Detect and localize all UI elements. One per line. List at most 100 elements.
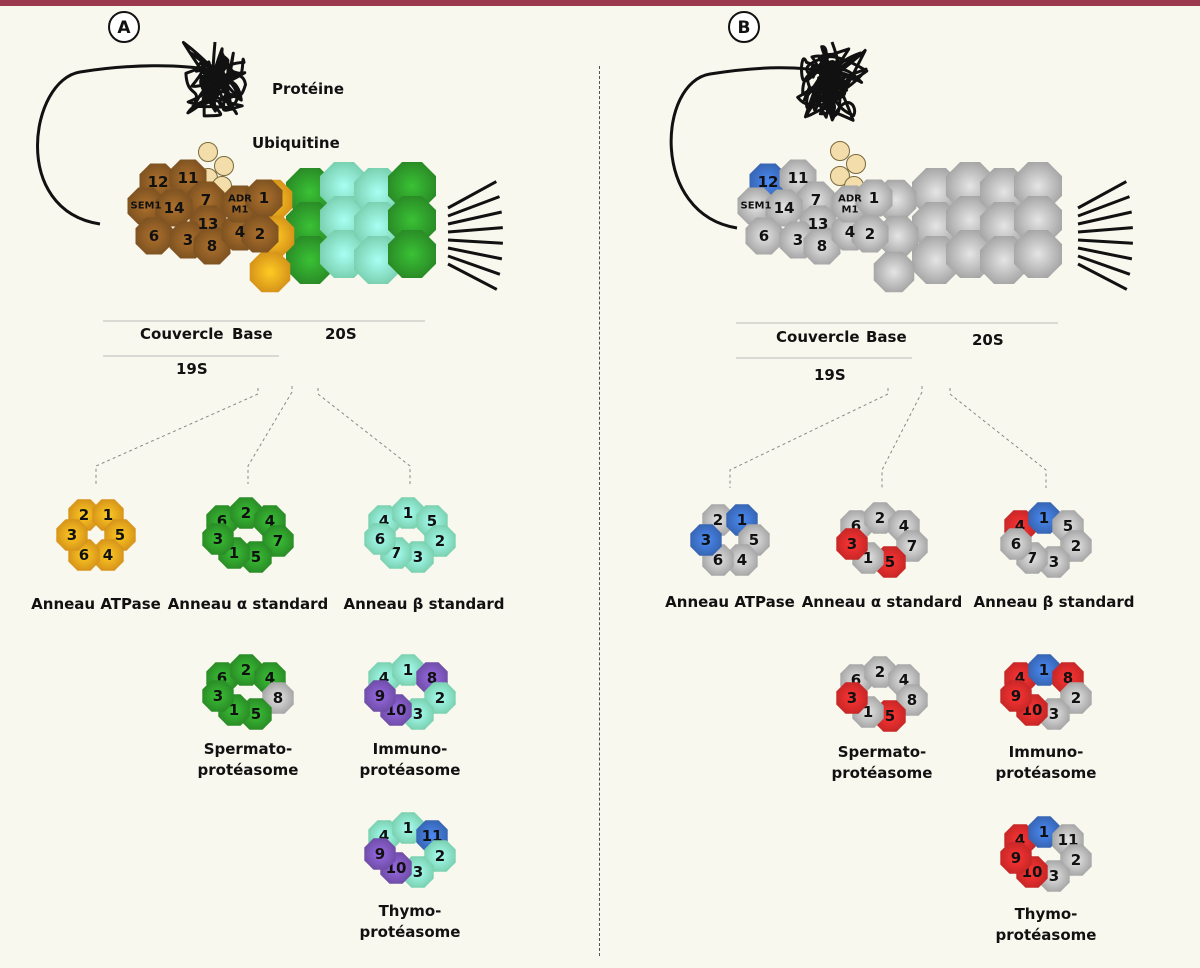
lid-label: ADR: [838, 194, 862, 205]
lid-label: 14: [164, 199, 185, 217]
ubiquitin-bead: [847, 155, 866, 174]
lid-label: 7: [201, 191, 211, 209]
lid-label: 4: [235, 223, 245, 241]
ring-subunit-number: 5: [885, 707, 895, 725]
ring-subunit-number: 2: [1071, 537, 1081, 555]
ring-subunit-number: 4: [103, 546, 113, 564]
ring-subunit-number: 6: [1011, 535, 1021, 553]
ring-subunit-number: 8: [273, 689, 283, 707]
ring-subunit-number: 1: [1039, 661, 1049, 679]
ring-name: Anneau β standard: [973, 593, 1134, 611]
lid-label: 8: [817, 237, 827, 255]
ring-subunit-number: 3: [67, 526, 77, 544]
lid-label: 1: [869, 189, 879, 207]
protein-label: Protéine: [272, 80, 344, 98]
ring-subunit-number: 1: [1039, 509, 1049, 527]
ring-subunit-number: 7: [907, 537, 917, 555]
ring-subunit-number: 1: [403, 504, 413, 522]
lid-label: 7: [811, 191, 821, 209]
base-label: Base: [866, 328, 907, 346]
lid-label: 6: [149, 227, 159, 245]
lid-label: 4: [845, 223, 855, 241]
peptide-fragment: [1078, 264, 1127, 289]
panel-b-drawing: B12117SEM114136384ADRM112215463Anneau AT…: [600, 0, 1200, 968]
ring-subunit-number: 1: [1039, 823, 1049, 841]
ring-subunit-number: 3: [1049, 867, 1059, 885]
ring-subunit-number: 3: [701, 531, 711, 549]
barrel-subunit: [388, 230, 436, 278]
ring-name: protéasome: [360, 761, 461, 779]
ring-subunit-number: 2: [1071, 851, 1081, 869]
base-subunit: [874, 252, 915, 293]
ring-subunit-number: 2: [241, 661, 251, 679]
ring-name: Spermato-: [838, 743, 927, 761]
connector-line: [950, 388, 1046, 488]
peptide-fragment: [448, 256, 500, 274]
ring-name: protéasome: [996, 764, 1097, 782]
ring-subunit-number: 3: [213, 687, 223, 705]
ring-name: Anneau β standard: [343, 595, 504, 613]
lid-label: 12: [148, 173, 169, 191]
protein-chain: [798, 42, 867, 120]
ring-name: Anneau α standard: [168, 595, 329, 613]
ring-subunit-number: 9: [1011, 687, 1021, 705]
ring-subunit-number: 2: [435, 532, 445, 550]
ring-subunit-number: 2: [435, 847, 445, 865]
ring-name: protéasome: [832, 764, 933, 782]
ubiquitin-bead: [215, 157, 234, 176]
connector-line: [318, 388, 410, 484]
panel-a: A12117SEM114136384ADRM112215463Anneau AT…: [0, 0, 600, 968]
connector-line: [96, 388, 258, 484]
lid-label: ADR: [228, 194, 252, 205]
ring-subunit-number: 3: [1049, 553, 1059, 571]
ring-subunit-number: 9: [1011, 849, 1021, 867]
ring-name: Spermato-: [204, 740, 293, 758]
peptide-fragment: [448, 264, 497, 289]
lid-label: 3: [793, 231, 803, 249]
panel-letter: B: [738, 18, 751, 38]
lid-label: 13: [198, 215, 219, 233]
lid-label: 6: [759, 227, 769, 245]
ubiquitin-bead: [199, 143, 218, 162]
ring-subunit-number: 3: [847, 535, 857, 553]
lid-label: SEM1: [741, 201, 772, 212]
lid-label: M1: [232, 205, 249, 216]
connector-line: [730, 388, 888, 488]
ring-name: protéasome: [996, 926, 1097, 944]
ring-name: Immuno-: [373, 740, 448, 758]
lid-label: 2: [255, 225, 265, 243]
ring-subunit-number: 6: [375, 530, 385, 548]
lid-label: 12: [758, 173, 779, 191]
ring-subunit-number: 5: [251, 705, 261, 723]
ring-subunit-number: 1: [403, 661, 413, 679]
lid-label: M1: [842, 205, 859, 216]
lid-label: 2: [865, 225, 875, 243]
panel-b: B12117SEM114136384ADRM112215463Anneau AT…: [600, 0, 1200, 968]
19s-label: 19S: [814, 366, 846, 384]
peptide-fragment: [1078, 228, 1133, 232]
connector-line: [882, 386, 922, 488]
ring-subunit-number: 5: [251, 548, 261, 566]
lid-label: 8: [207, 237, 217, 255]
ring-name: Immuno-: [1009, 743, 1084, 761]
base-subunit: [250, 252, 291, 293]
ring-name: Anneau ATPase: [665, 593, 795, 611]
lid-label: 1: [259, 189, 269, 207]
ring-subunit-number: 2: [875, 509, 885, 527]
ring-subunit-number: 9: [375, 845, 385, 863]
ring-subunit-number: 7: [273, 532, 283, 550]
ring-subunit-number: 3: [213, 530, 223, 548]
ring-subunit-number: 3: [1049, 705, 1059, 723]
peptide-fragment: [448, 182, 496, 208]
peptide-fragment: [1078, 182, 1126, 208]
ring-name: Thymo-: [1015, 905, 1078, 923]
ring-name: Anneau ATPase: [31, 595, 161, 613]
base-label: Base: [232, 325, 273, 343]
couvercle-label: Couvercle: [140, 325, 224, 343]
ring-subunit-number: 3: [847, 689, 857, 707]
connector-line: [248, 386, 292, 484]
ubiquitin-label: Ubiquitine: [252, 134, 340, 152]
ring-subunit-number: 2: [435, 689, 445, 707]
peptide-fragment: [448, 240, 503, 243]
ubiquitin-bead: [831, 142, 850, 161]
